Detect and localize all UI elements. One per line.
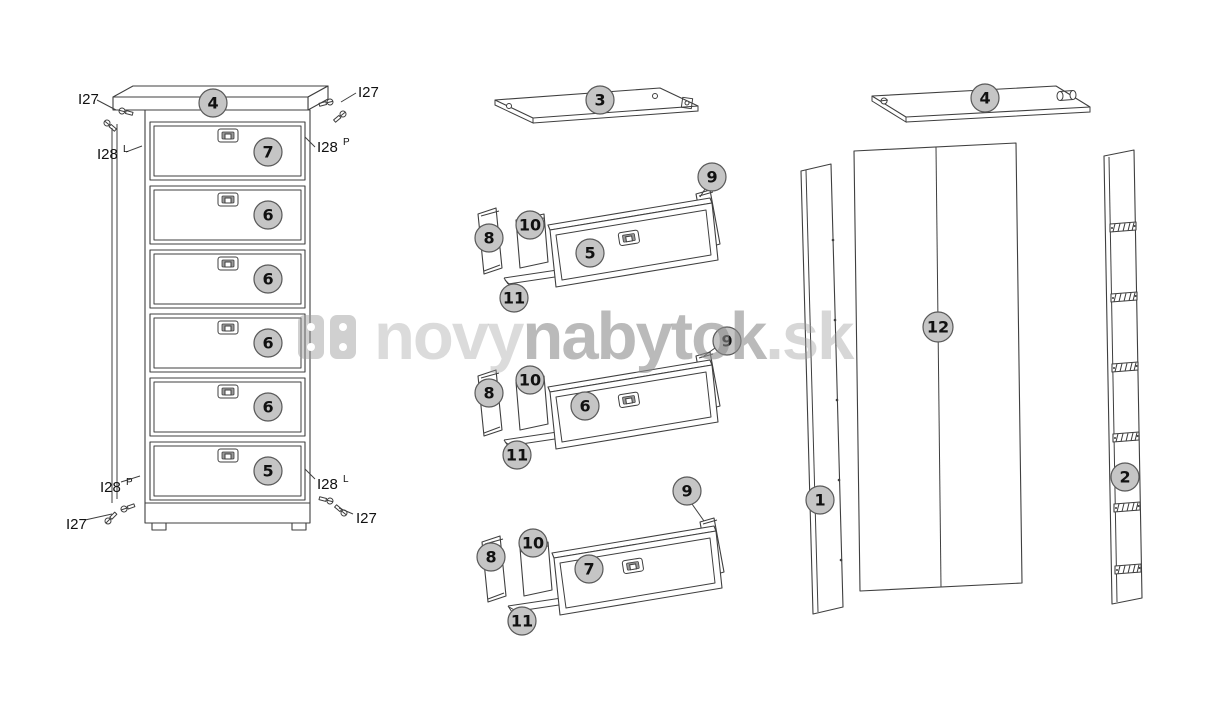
- cam-fitting-icon: [333, 503, 349, 518]
- svg-text:4: 4: [979, 89, 990, 108]
- drawer-slide-icon: [1113, 501, 1141, 513]
- callout-asm1-bottom: 11: [499, 283, 529, 313]
- callout-shelf: 3: [585, 85, 615, 115]
- drawer-assembly-1: [478, 190, 720, 287]
- callout-asm1-back: 10: [515, 210, 545, 240]
- fitting-label-i27-top-left: I27: [78, 91, 99, 108]
- fitting-label-i28p-lower-left: I28: [100, 479, 121, 496]
- fitting-label-i28l-lower-right: I28: [317, 476, 338, 493]
- drawer-slide-icon: [1112, 431, 1140, 443]
- svg-text:1: 1: [814, 491, 825, 510]
- svg-text:8: 8: [483, 229, 494, 248]
- callout-asm2-rail-right: 9: [712, 326, 742, 356]
- svg-text:6: 6: [262, 398, 273, 417]
- callout-asm2-front: 6: [570, 391, 600, 421]
- callout-chest-drawer-4: 6: [253, 328, 283, 358]
- callout-asm1-front: 5: [575, 238, 605, 268]
- fitting-label-i28p-upper-right: I28: [317, 139, 338, 156]
- drawer-handle-icon: [217, 448, 239, 463]
- callout-chest-drawer-1: 7: [253, 137, 283, 167]
- callout-back-panel: 12: [922, 311, 954, 343]
- svg-text:10: 10: [522, 534, 544, 553]
- callout-asm3-rail-left: 8: [476, 542, 506, 572]
- drawer-slide-icon: [1109, 221, 1137, 233]
- chest-foot: [151, 522, 167, 531]
- svg-text:5: 5: [262, 462, 273, 481]
- drawer-handle-icon: [217, 192, 239, 207]
- fitting-label-i27-top-right: I27: [358, 84, 379, 101]
- drawer-handle-icon: [217, 128, 239, 143]
- side-panel-right: [1103, 149, 1143, 605]
- fitting-label-i28l-lower-sup: L: [343, 474, 349, 485]
- chest-foot: [291, 522, 307, 531]
- callout-chest-drawer-3: 6: [253, 264, 283, 294]
- fitting-label-i27-bottom-left: I27: [66, 516, 87, 533]
- cam-fitting-icon: [332, 109, 348, 124]
- fitting-label-i28l-sup: L: [123, 144, 129, 155]
- drawer-assembly-2: [478, 352, 720, 449]
- callout-asm1-rail-right: 9: [697, 162, 727, 192]
- svg-text:9: 9: [721, 332, 732, 351]
- callout-side-panel-right: 2: [1110, 462, 1140, 492]
- drawer-handle-icon: [217, 384, 239, 399]
- callout-side-panel-left: 1: [805, 485, 835, 515]
- svg-text:10: 10: [519, 371, 541, 390]
- svg-text:9: 9: [706, 168, 717, 187]
- svg-text:3: 3: [594, 91, 605, 110]
- fitting-label-i28l-upper-left: I28: [97, 146, 118, 163]
- svg-text:11: 11: [503, 289, 525, 308]
- svg-text:7: 7: [262, 143, 273, 162]
- svg-text:2: 2: [1119, 468, 1130, 487]
- callout-chest-drawer-2: 6: [253, 200, 283, 230]
- svg-text:8: 8: [485, 548, 496, 567]
- drawer-slide-icon: [1114, 563, 1142, 575]
- svg-text:5: 5: [584, 244, 595, 263]
- drawer-handle-icon: [217, 320, 239, 335]
- svg-text:9: 9: [681, 482, 692, 501]
- callout-asm2-back: 10: [515, 365, 545, 395]
- back-panel: [853, 142, 1023, 592]
- svg-text:12: 12: [927, 318, 949, 337]
- cam-fitting-icon: [318, 494, 335, 506]
- svg-text:6: 6: [262, 206, 273, 225]
- dowel-icon: [1056, 90, 1077, 101]
- svg-text:8: 8: [483, 384, 494, 403]
- fitting-label-i27-bottom-right: I27: [356, 510, 377, 527]
- fitting-label-i28p-sup: P: [343, 137, 350, 148]
- callout-asm3-rail-right: 9: [672, 476, 702, 506]
- svg-text:11: 11: [511, 612, 533, 631]
- svg-text:10: 10: [519, 216, 541, 235]
- cam-fitting-icon: [103, 510, 119, 526]
- cam-fitting-icon: [119, 501, 136, 514]
- callout-asm2-bottom: 11: [502, 440, 532, 470]
- side-panel-left: [800, 163, 844, 615]
- callout-top-panel-chest: 4: [198, 88, 228, 118]
- svg-text:4: 4: [207, 94, 218, 113]
- callout-asm3-front: 7: [574, 554, 604, 584]
- drawer-handle-icon: [217, 256, 239, 271]
- callout-chest-drawer-6: 5: [253, 456, 283, 486]
- callout-asm3-back: 10: [518, 528, 548, 558]
- drawer-slide-icon: [1111, 361, 1139, 373]
- svg-text:6: 6: [262, 334, 273, 353]
- drawer-slide-icon: [1110, 291, 1138, 303]
- svg-text:7: 7: [583, 560, 594, 579]
- callout-asm3-bottom: 11: [507, 606, 537, 636]
- svg-text:6: 6: [262, 270, 273, 289]
- callout-top-panel-loose: 4: [970, 83, 1000, 113]
- callout-asm2-rail-left: 8: [474, 378, 504, 408]
- callout-asm1-rail-left: 8: [474, 223, 504, 253]
- svg-text:11: 11: [506, 446, 528, 465]
- callout-chest-drawer-5: 6: [253, 392, 283, 422]
- svg-text:6: 6: [579, 397, 590, 416]
- fitting-label-i28p-lower-sup: P: [126, 477, 133, 488]
- cam-fitting-icon: [102, 118, 118, 133]
